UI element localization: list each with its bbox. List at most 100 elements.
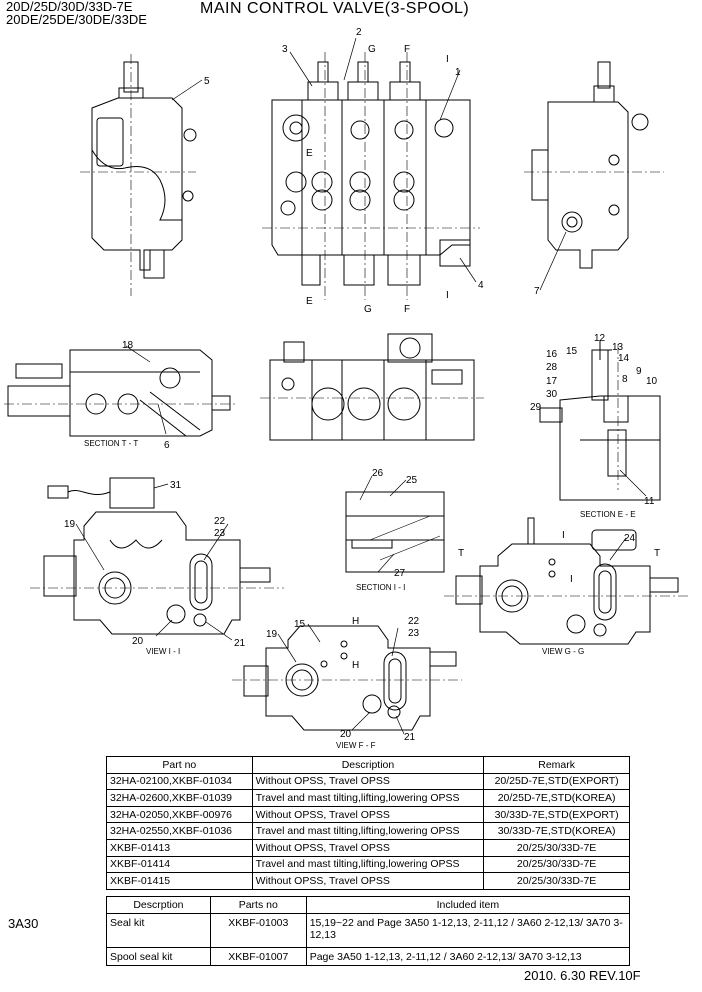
caption-view-f: VIEW F - F (336, 741, 376, 750)
part-no-cell: 32HA-02050,XKBF-00976 (106, 805, 253, 824)
callout-numbers: 1 2 3 4 5 6 7 8 9 10 11 12 13 14 15 16 1… (64, 27, 660, 750)
page-title: MAIN CONTROL VALVE(3-SPOOL) (200, 0, 470, 17)
remark-cell: 30/33D-7E,STD(KOREA) (483, 822, 630, 840)
table-row: 32HA-02600,XKBF-01039 Travel and mast ti… (106, 789, 630, 807)
callout-2: 2 (356, 27, 362, 38)
dim-e-mid: E (306, 148, 313, 159)
section-e-view (539, 340, 661, 501)
view-i-diagram (30, 511, 284, 635)
description-cell: Travel and mast tilting,lifting,lowering… (251, 822, 485, 840)
callout-15-view-f: 15 (294, 619, 306, 630)
left-side-view (80, 54, 197, 296)
callout-7: 7 (534, 286, 540, 297)
table-row: XKBF-01413 Without OPSS, Travel OPSS 20/… (106, 838, 630, 857)
part-no-cell: 32HA-02600,XKBF-01039 (106, 789, 253, 807)
table-row: 32HA-02050,XKBF-00976 Without OPSS, Trav… (106, 805, 630, 824)
caption-section-i: SECTION I - I (356, 583, 405, 592)
callout-3: 3 (282, 44, 288, 55)
dim-i-view-g-lower: I (570, 574, 573, 585)
description-cell: Without OPSS, Travel OPSS (251, 872, 485, 890)
part-no-cell: XKBF-01413 (106, 838, 253, 857)
caption-view-g: VIEW G - G (542, 647, 584, 656)
section-i-view (345, 491, 445, 573)
description-cell: Without OPSS, Travel OPSS (251, 838, 485, 857)
description-cell: Without OPSS, Travel OPSS (251, 772, 485, 791)
table-row: Seal kit XKBF-01003 15,19~22 and Page 3A… (106, 913, 631, 948)
kit-description-cell: Spool seal kit (106, 947, 211, 966)
dim-h-bottom: H (352, 660, 359, 671)
dim-i-top: I (446, 54, 449, 65)
callout-1: 1 (455, 67, 461, 78)
part-no-cell: XKBF-01414 (106, 855, 253, 874)
view-f-diagram (232, 625, 462, 731)
col-part-no: Part no (106, 756, 253, 774)
revision-date: 2010. 6.30 REV.10F (524, 968, 641, 983)
callout-23-view-f: 23 (408, 628, 420, 639)
dim-i-view-g: I (562, 530, 565, 541)
callout-4: 4 (478, 280, 484, 291)
callout-17: 17 (546, 376, 558, 387)
callout-28: 28 (546, 362, 558, 373)
callout-18: 18 (122, 340, 134, 351)
kit-table-header: Descrption Parts no Included item (106, 896, 631, 914)
part-no-cell: 32HA-02550,XKBF-01036 (106, 822, 253, 840)
leader-lines (75, 37, 647, 735)
callout-25: 25 (406, 475, 418, 486)
callout-22-view-f: 22 (408, 616, 420, 627)
remark-cell: 20/25D-7E,STD(KOREA) (483, 789, 630, 807)
remark-cell: 20/25/30/33D-7E (483, 855, 630, 874)
callout-9: 9 (636, 366, 642, 377)
callout-31: 31 (170, 480, 182, 491)
kit-included-cell: Page 3A50 1-12,13, 2-11,12 / 3A60 2-12,1… (305, 947, 631, 966)
dim-h-top: H (352, 616, 359, 627)
model-list-line1: 20D/25D/30D/33D-7E (6, 0, 133, 14)
description-cell: Travel and mast tilting,lifting,lowering… (251, 789, 485, 807)
model-list-line2: 20DE/25DE/30DE/33DE (6, 12, 147, 27)
col-included-item: Included item (305, 896, 631, 914)
dim-i-bottom: I (446, 290, 449, 301)
dim-g-top: G (368, 44, 376, 55)
part-no-cell: 32HA-02100,XKBF-01034 (106, 772, 253, 791)
view-g-diagram (444, 517, 690, 645)
dim-g-bottom: G (364, 304, 372, 315)
kit-included-cell: 15,19~22 and Page 3A50 1-12,13, 2-11,12 … (305, 913, 631, 948)
callout-14: 14 (618, 353, 630, 364)
front-view (262, 52, 480, 300)
caption-section-e: SECTION E - E (580, 510, 636, 519)
remark-cell: 20/25/30/33D-7E (483, 838, 630, 857)
kit-parts-no-cell: XKBF-01007 (209, 947, 307, 966)
callout-29: 29 (530, 402, 542, 413)
callout-8: 8 (622, 374, 628, 385)
callout-30: 30 (546, 389, 558, 400)
callout-22-view-i: 22 (214, 516, 226, 527)
col-description: Description (251, 756, 485, 774)
callout-12: 12 (594, 333, 606, 344)
callout-15: 15 (566, 346, 578, 357)
valve-drawings: 1 2 3 4 5 6 7 8 9 10 11 12 13 14 15 16 1… (4, 27, 690, 750)
dim-t-left: T (458, 548, 464, 559)
table-row: 32HA-02100,XKBF-01034 Without OPSS, Trav… (106, 772, 630, 791)
callout-21-view-f: 21 (404, 732, 416, 743)
dim-f-bottom: F (404, 304, 410, 315)
col-parts-no: Parts no (209, 896, 307, 914)
parts-table-header: Part no Description Remark (106, 756, 630, 774)
description-cell: Travel and mast tilting,lifting,lowering… (251, 855, 485, 874)
callout-13: 13 (612, 342, 624, 353)
table-row: XKBF-01414 Travel and mast tilting,lifti… (106, 855, 630, 874)
caption-section-t: SECTION T - T (84, 439, 138, 448)
callout-11: 11 (644, 496, 655, 507)
callout-20-view-f: 20 (340, 729, 352, 740)
remark-cell: 30/33D-7E,STD(EXPORT) (483, 805, 630, 824)
dim-t-right: T (654, 548, 660, 559)
col-descrption: Descrption (106, 896, 211, 914)
callout-27: 27 (394, 568, 406, 579)
kit-parts-no-cell: XKBF-01003 (209, 913, 307, 948)
parts-table: Part no Description Remark 32HA-02100,XK… (106, 756, 630, 890)
remark-cell: 20/25D-7E,STD(EXPORT) (483, 772, 630, 791)
callout-24: 24 (624, 533, 636, 544)
remark-cell: 20/25/30/33D-7E (483, 872, 630, 890)
section-t-view (4, 349, 236, 437)
seal-kit-table: Descrption Parts no Included item Seal k… (106, 896, 631, 966)
callout-23-view-i: 23 (214, 528, 226, 539)
callout-21-view-i: 21 (234, 638, 246, 649)
